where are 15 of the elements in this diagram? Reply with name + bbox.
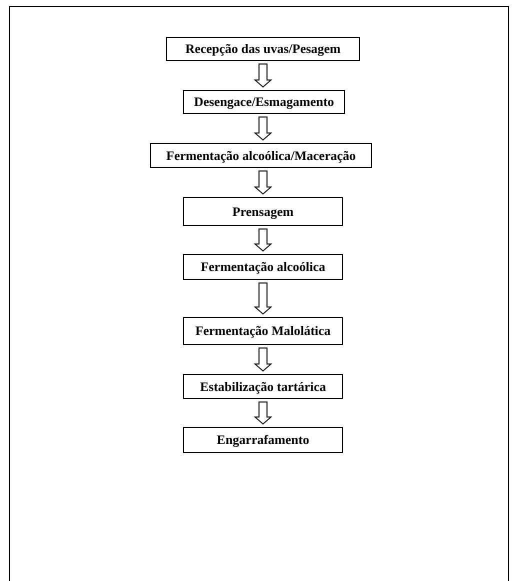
process-box: Desengace/Esmagamento <box>183 90 345 114</box>
process-box: Fermentação Malolática <box>183 317 343 345</box>
arrow <box>254 282 272 315</box>
process-box: Fermentação alcoólica <box>183 254 343 280</box>
process-box: Recepção das uvas/Pesagem <box>166 37 360 61</box>
arrow <box>254 170 272 195</box>
process-box: Engarrafamento <box>183 427 343 453</box>
process-box: Estabilização tartárica <box>183 374 343 399</box>
arrow <box>254 116 272 141</box>
arrow <box>254 228 272 252</box>
process-box: Prensagem <box>183 197 343 226</box>
arrow <box>254 348 272 372</box>
process-box: Fermentação alcoólica/Maceração <box>150 143 372 168</box>
arrow <box>254 64 272 88</box>
arrow <box>254 402 272 425</box>
